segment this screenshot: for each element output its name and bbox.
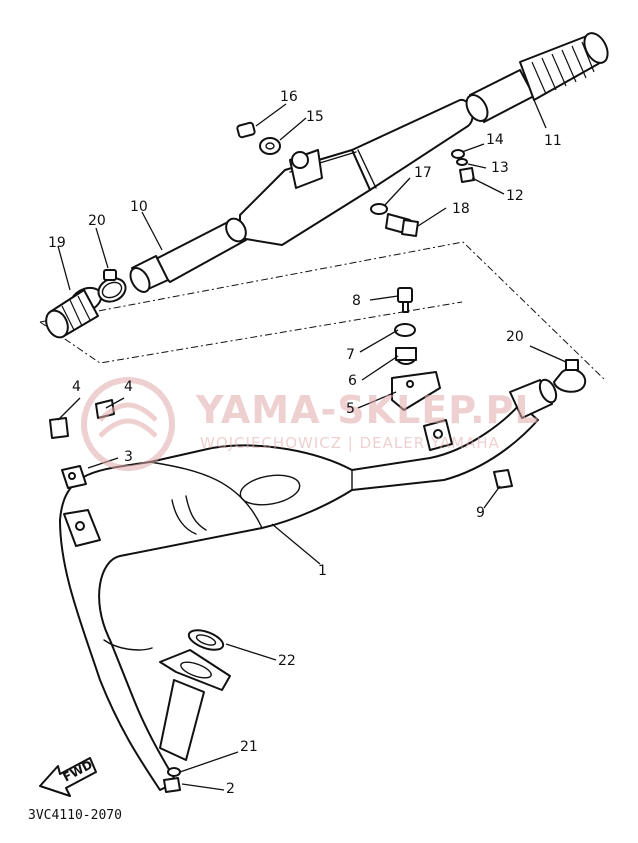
callout-8: 8 (352, 293, 361, 309)
callout-1: 1 (318, 563, 327, 579)
exhaust-flange (159, 629, 231, 761)
callout-5: 5 (346, 401, 355, 417)
small-hardware-lower (49, 287, 587, 793)
callout-11: 11 (544, 133, 562, 149)
callout-20a: 20 (88, 213, 106, 229)
callout-20b: 20 (506, 329, 524, 345)
callout-16: 16 (280, 89, 298, 105)
callout-19: 19 (48, 235, 66, 251)
callout-13: 13 (491, 160, 509, 176)
watermark-subtitle: WOJCIECHOWICZ | DEALER YAMAHA (200, 434, 500, 452)
callout-2: 2 (226, 781, 235, 797)
callout-7: 7 (346, 347, 355, 363)
callout-6: 6 (348, 373, 357, 389)
small-hardware-upper (236, 121, 475, 237)
callout-18: 18 (452, 201, 470, 217)
assembly-outline (39, 241, 606, 381)
callout-4a: 4 (72, 379, 81, 395)
callout-22: 22 (278, 653, 296, 669)
callout-15: 15 (306, 109, 324, 125)
diagram-code: 3VC4110-2070 (28, 808, 122, 823)
callout-14: 14 (486, 132, 504, 148)
callout-21: 21 (240, 739, 258, 755)
silencer-assembly (129, 98, 474, 293)
callout-9: 9 (476, 505, 485, 521)
expansion-chamber (59, 378, 558, 791)
callout-3: 3 (124, 449, 133, 465)
callout-4b: 4 (124, 379, 133, 395)
tail-pipe (465, 32, 609, 123)
forward-arrow-icon (39, 757, 97, 797)
watermark-title: YAMA-SKLEP.PL (196, 388, 540, 432)
callout-10: 10 (130, 199, 148, 215)
callout-12: 12 (506, 188, 524, 204)
leader-lines (57, 99, 567, 791)
callout-17: 17 (414, 165, 432, 181)
watermark-logo (81, 377, 175, 471)
joint-parts-upper (45, 269, 127, 339)
